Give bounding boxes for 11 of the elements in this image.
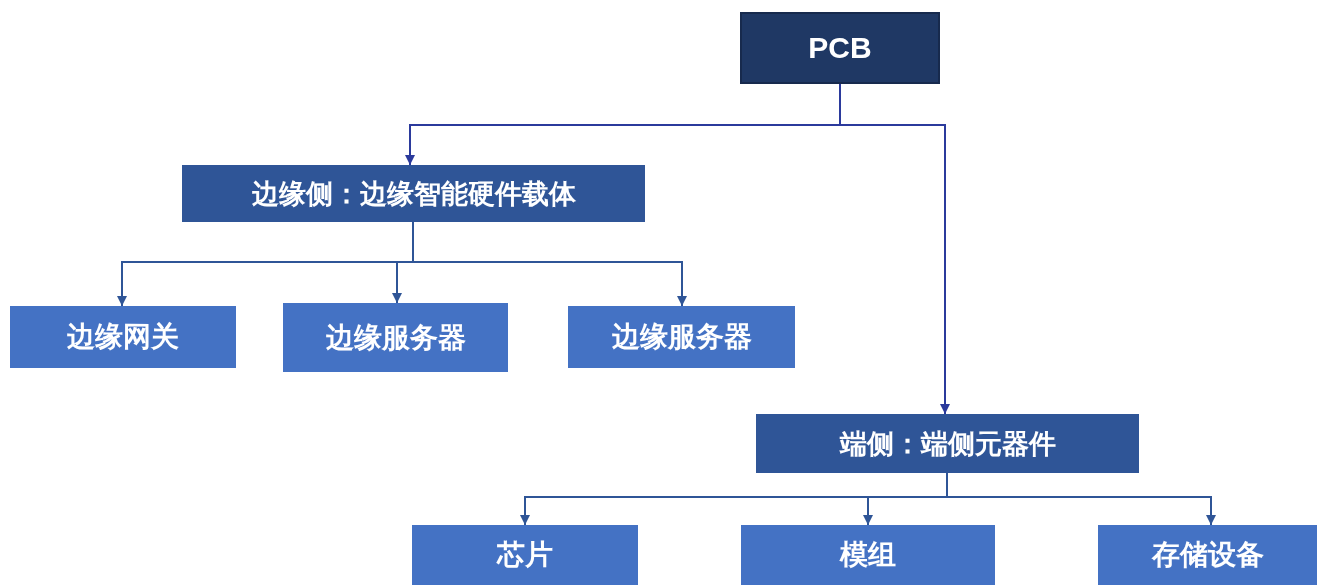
branch-box: 端侧：端侧元器件 — [756, 414, 1139, 473]
branch-box: 边缘侧：边缘智能硬件载体 — [182, 165, 645, 222]
category-box: 芯片 — [412, 525, 638, 585]
root-box: PCB — [740, 12, 940, 84]
category-box: 存储设备 — [1098, 525, 1317, 585]
category-box: 边缘网关 — [10, 306, 236, 368]
arrow — [412, 221, 687, 307]
category-box: 边缘服务器 — [283, 303, 508, 372]
category-box: 边缘服务器 — [568, 306, 795, 368]
category-box: 模组 — [741, 525, 995, 585]
arrow — [946, 472, 1216, 526]
